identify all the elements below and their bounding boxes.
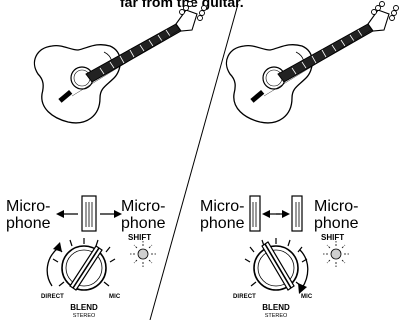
mic-label: MIC xyxy=(109,294,121,300)
blend-text: BLEND xyxy=(262,303,290,312)
blend-text: BLEND xyxy=(70,303,98,312)
stereo-text: STEREO xyxy=(72,313,96,319)
blend-label: BLEND STEREO xyxy=(66,304,102,320)
right-microphone-label: Micro- phone xyxy=(121,198,166,232)
right-microphone-label: Micro- phone xyxy=(314,198,359,232)
left-microphone-label: Micro- phone xyxy=(6,198,51,232)
direct-label: DIRECT xyxy=(233,294,256,300)
shift-label: SHIFT xyxy=(321,233,345,242)
stereo-text: STEREO xyxy=(264,313,288,319)
arrow-icon xyxy=(53,242,62,252)
shift-label: SHIFT xyxy=(128,233,152,242)
left-microphone-label: Micro- phone xyxy=(200,198,245,232)
mic-label: MIC xyxy=(301,294,313,300)
direct-label: DIRECT xyxy=(41,294,64,300)
arrow-icon xyxy=(298,283,307,294)
caption-text: far from the guitar. xyxy=(120,0,244,10)
blend-label: BLEND STEREO xyxy=(258,304,294,320)
